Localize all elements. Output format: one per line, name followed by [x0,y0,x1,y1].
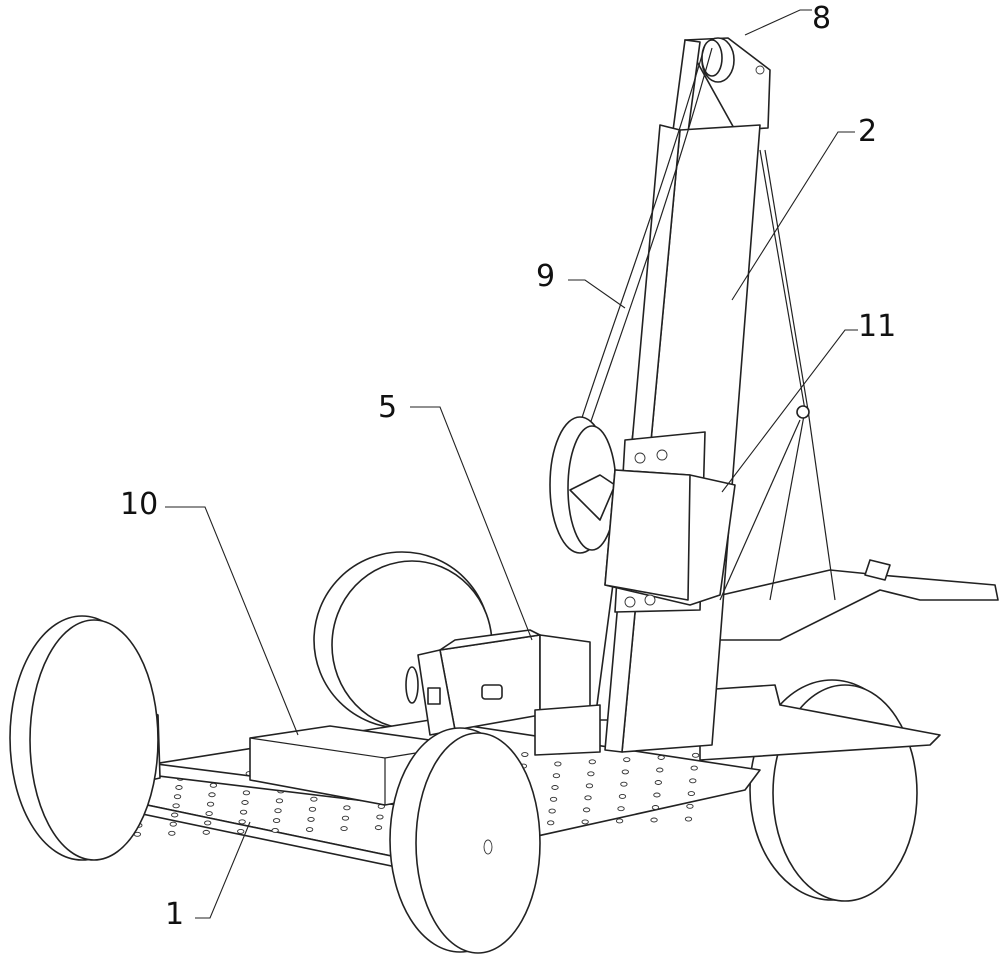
label-rope: 9 [536,262,555,292]
plate-hole [176,786,182,790]
plate-hole [586,784,592,788]
label-motor-box: 11 [858,312,896,342]
plate-hole [624,758,630,762]
plate-hole [308,817,314,821]
plate-hole [692,753,698,757]
plate-hole [622,770,628,774]
plate-hole [206,812,212,816]
wheel-front-left [10,616,158,860]
plate-hole [548,821,554,825]
plate-hole [690,779,696,783]
plate-hole [238,829,244,833]
plate-hole [170,822,176,826]
label-drive-motor: 5 [378,393,397,423]
plate-hole [243,791,249,795]
plate-hole [651,818,657,822]
plate-hole [174,795,180,799]
plate-hole [272,828,278,832]
plate-hole [657,768,663,772]
plate-hole [654,793,660,797]
plate-hole [309,807,315,811]
plate-hole [522,753,528,757]
rear-arm [700,560,998,760]
plate-hole [549,809,555,813]
plate-hole [209,793,215,797]
plate-hole [242,801,248,805]
plate-hole [552,786,558,790]
plate-hole [589,760,595,764]
plate-hole [240,810,246,814]
plate-hole [203,830,209,834]
plate-hole [585,796,591,800]
label-battery-box: 10 [120,490,158,520]
plate-hole [658,756,664,760]
plate-hole [553,774,559,778]
plate-hole [616,819,622,823]
plate-hole [207,802,213,806]
plate-hole [275,809,281,813]
plate-hole [276,799,282,803]
plate-hole [688,792,694,796]
plate-hole [652,806,658,810]
plate-hole [239,820,245,824]
label-mast: 2 [858,117,877,147]
plate-hole [655,781,661,785]
plate-hole [273,819,279,823]
plate-hole [169,831,175,835]
plate-hole [685,817,691,821]
plate-hole [618,807,624,811]
plate-hole [583,808,589,812]
plate-hole [588,772,594,776]
label-pulley: 8 [812,4,831,34]
wheel-front-right [390,728,540,953]
plate-hole [582,820,588,824]
plate-hole [375,826,381,830]
plate-hole [341,827,347,831]
winch-drum [550,417,616,553]
plate-hole [344,806,350,810]
plate-hole [311,797,317,801]
plate-hole [687,804,693,808]
plate-hole [550,797,556,801]
plate-hole [210,783,216,787]
plate-hole [691,766,697,770]
plate-hole [342,816,348,820]
plate-hole [377,815,383,819]
plate-hole [204,821,210,825]
plate-hole [171,813,177,817]
plate-hole [555,762,561,766]
label-base-plate: 1 [165,900,184,930]
plate-hole [173,804,179,808]
plate-hole [621,782,627,786]
plate-hole [306,828,312,832]
plate-hole [619,794,625,798]
